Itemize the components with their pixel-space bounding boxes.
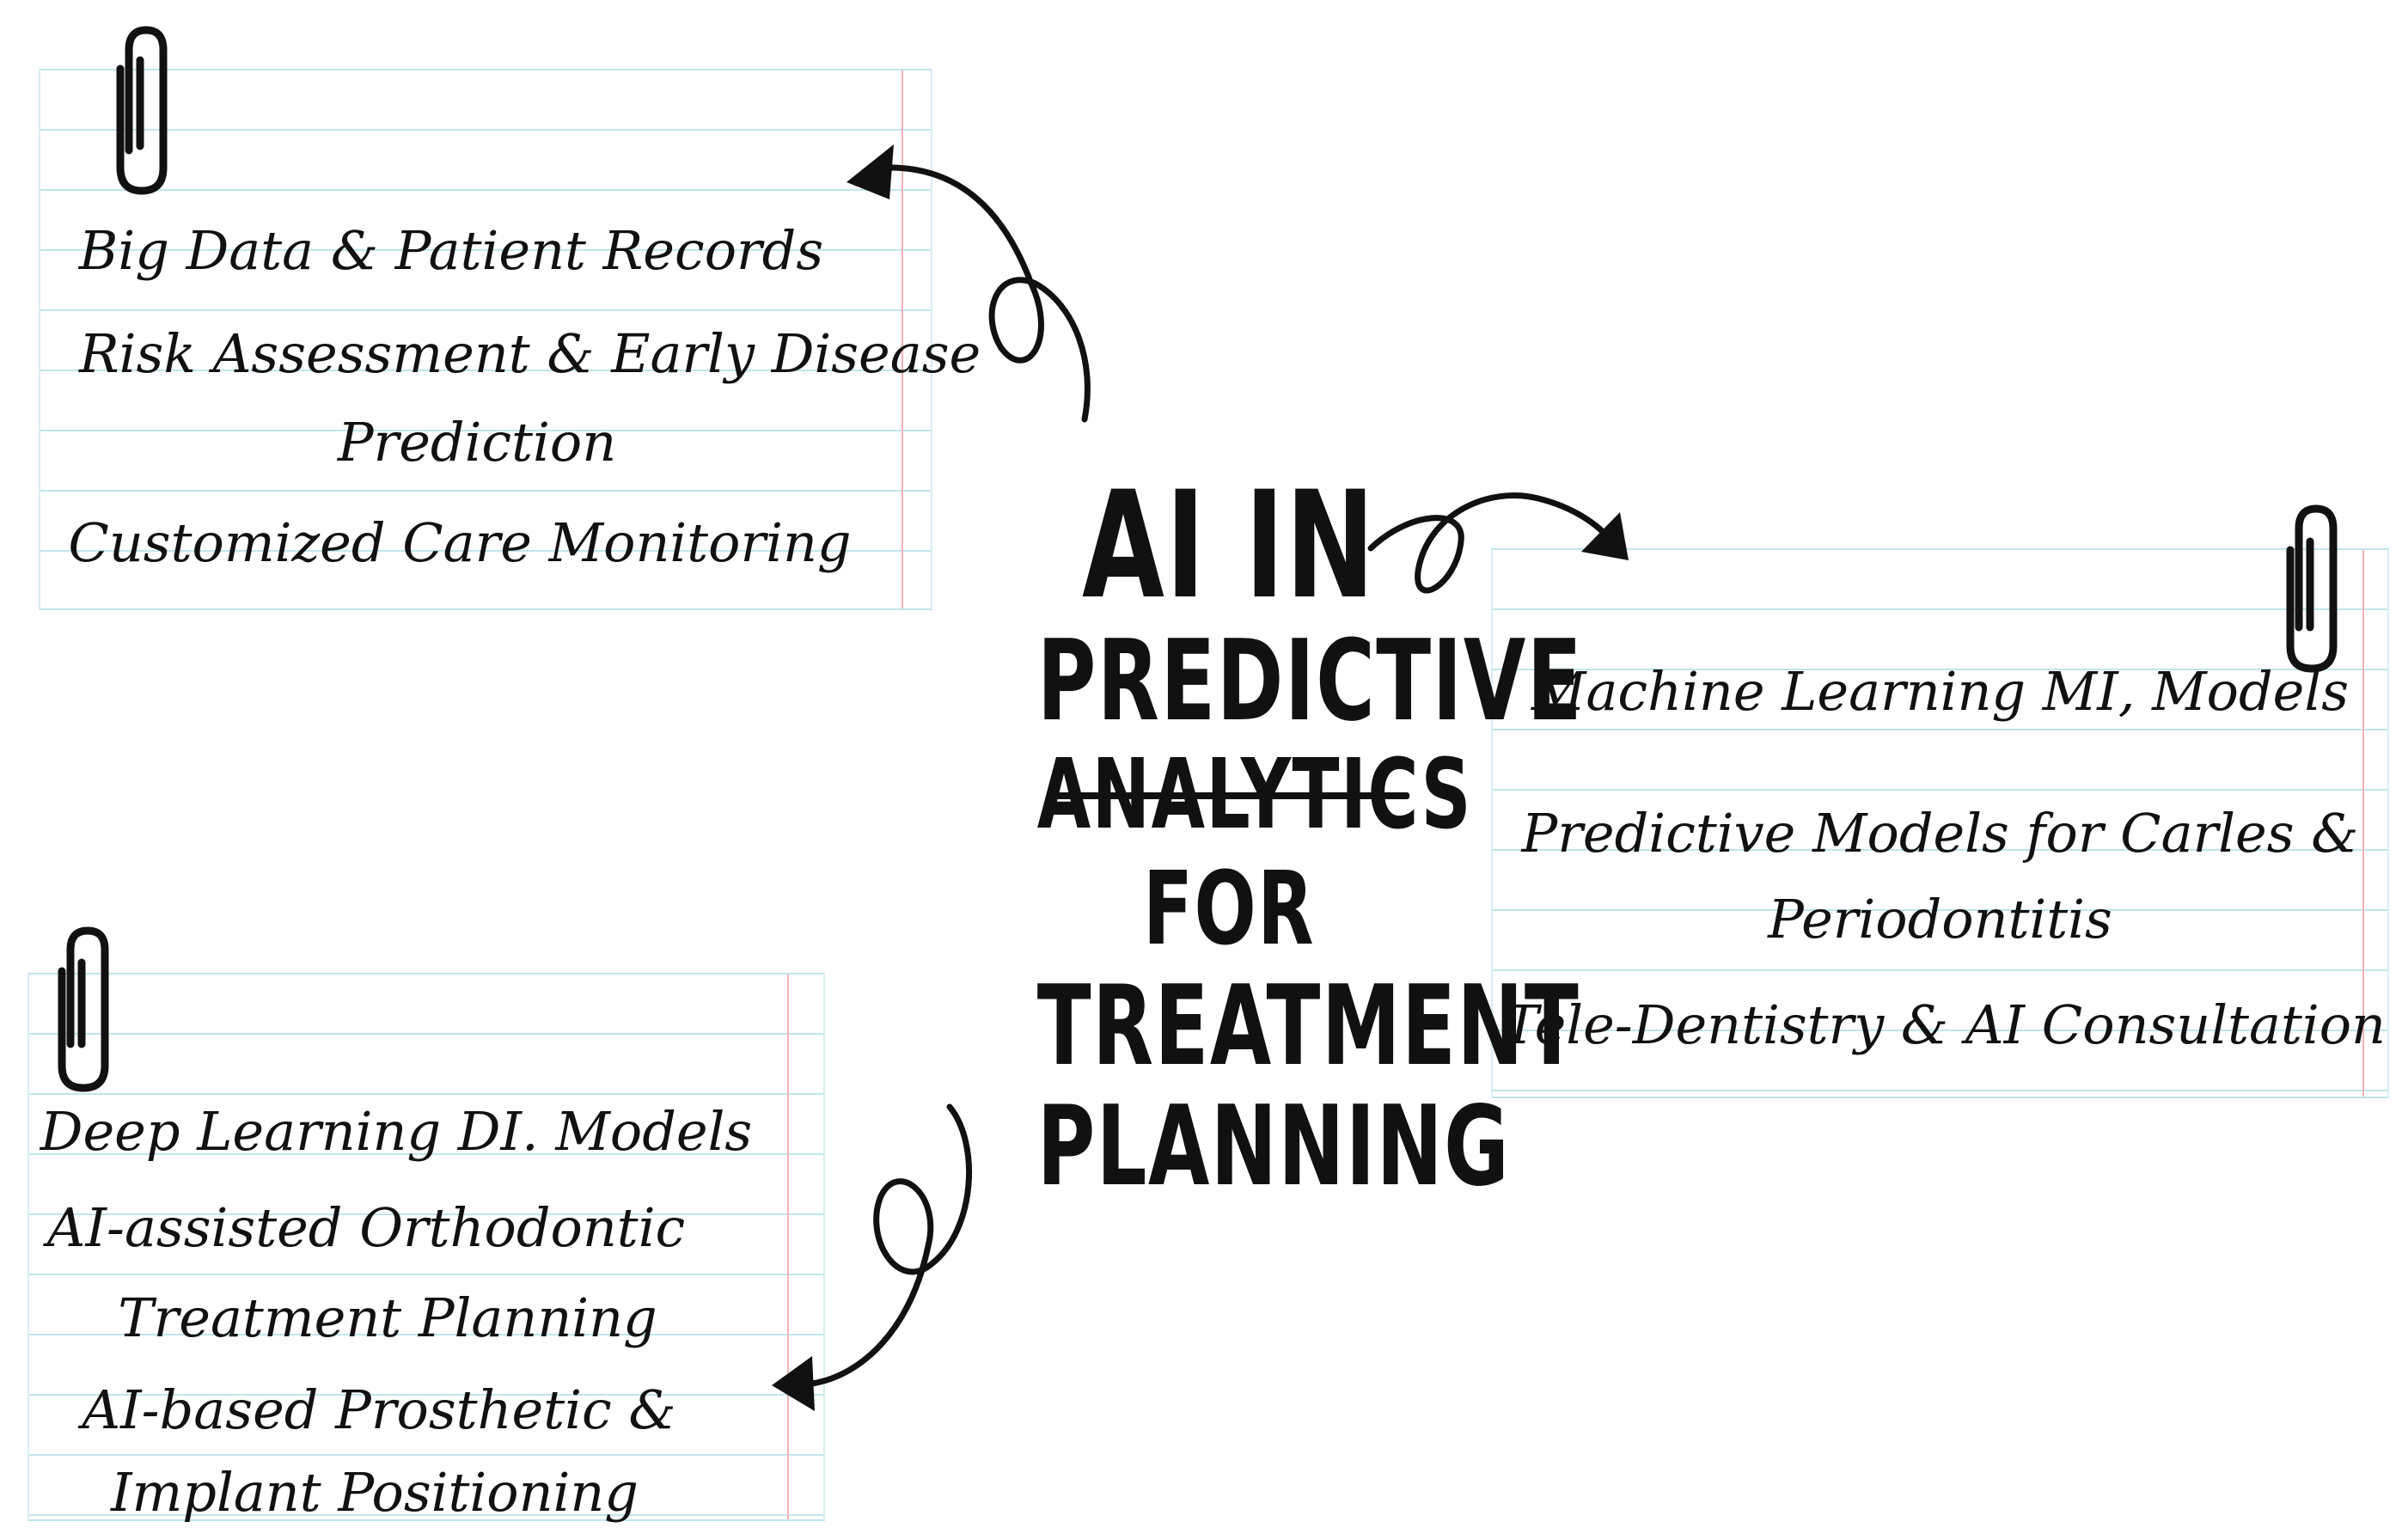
paperclip-icon [58, 926, 109, 1092]
note-item: Treatment Planning [118, 1286, 657, 1349]
note-item: Big Data & Patient Records [78, 219, 824, 282]
paperclip-icon [2286, 504, 2338, 673]
curly-arrow-icon [847, 144, 1091, 423]
note-item: AI-assisted Orthodontic [46, 1196, 686, 1259]
title-line: FOR [1142, 849, 1316, 968]
central-title: AI IN PREDICTIVE ANALYTICS FOR TREATMENT… [963, 459, 1582, 1207]
title-line: AI IN [1082, 459, 1376, 632]
note-margin-line [787, 975, 789, 1519]
note-item: Customized Care Monitoring [68, 511, 852, 574]
note-item: Deep Learning DI. Models [40, 1100, 753, 1163]
note-item: AI-based Prosthetic & [82, 1378, 676, 1441]
note-item: Periodontitis [1768, 888, 2112, 950]
strikethrough-mark [1048, 792, 1410, 799]
note-item: Risk Assessment & Early Disease [79, 322, 981, 385]
note-item: Tele-Dentistry & AI Consultation [1503, 993, 2386, 1056]
note-item: Machine Learning MI, Models [1531, 660, 2350, 723]
note-item: Prediction [337, 411, 617, 474]
paperclip-icon [116, 26, 168, 195]
note-card-bottom-left: Deep Learning DI. Models AI-assisted Ort… [28, 973, 825, 1524]
curly-arrow-icon [1367, 492, 1629, 594]
note-item: Predictive Models for Carles & [1521, 802, 2359, 865]
note-card-top-left: Big Data & Patient Records Risk Assessme… [39, 69, 981, 610]
title-line-struck: ANALYTICS [1037, 739, 1471, 851]
note-margin-line [2362, 550, 2364, 1097]
note-item: Implant Positioning [111, 1461, 639, 1524]
note-card-right: Machine Learning MI, Models Predictive M… [1491, 548, 2389, 1098]
curly-arrow-icon [772, 1103, 972, 1411]
note-margin-line [902, 70, 903, 608]
